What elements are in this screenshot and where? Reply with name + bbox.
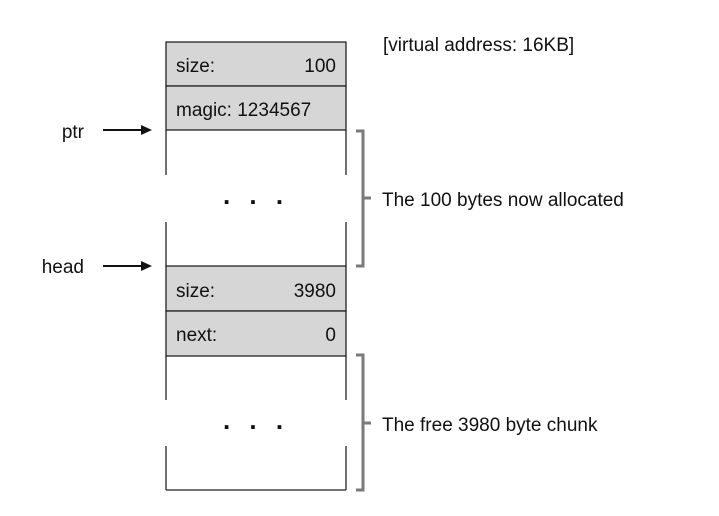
alloc-size-cell xyxy=(165,41,347,87)
free-bracket xyxy=(356,353,371,492)
alloc-bracket xyxy=(356,129,371,268)
ptr-label: ptr xyxy=(62,122,85,143)
head-label: head xyxy=(42,257,84,278)
alloc-size-value: 100 xyxy=(304,56,336,77)
alloc-region xyxy=(165,130,347,266)
alloc-size-label: size: xyxy=(176,56,215,77)
free-bracket-label: The free 3980 byte chunk xyxy=(382,415,598,436)
free-ellipsis: . . . xyxy=(223,405,289,435)
free-size-cell xyxy=(165,265,347,312)
head-arrow-icon xyxy=(103,261,152,271)
alloc-magic-label: magic: 1234567 xyxy=(176,100,311,121)
ptr-arrow-icon xyxy=(103,125,152,135)
alloc-bracket-label: The 100 bytes now allocated xyxy=(382,190,624,211)
alloc-ellipsis: . . . xyxy=(223,180,289,210)
alloc-magic-cell xyxy=(165,85,347,131)
free-next-cell xyxy=(165,310,347,357)
virtual-address-label: [virtual address: 16KB] xyxy=(383,35,574,56)
free-size-label: size: xyxy=(176,281,215,302)
free-size-value: 3980 xyxy=(294,281,336,302)
free-region xyxy=(165,356,347,491)
free-next-label: next: xyxy=(176,325,217,346)
free-next-value: 0 xyxy=(325,325,336,346)
